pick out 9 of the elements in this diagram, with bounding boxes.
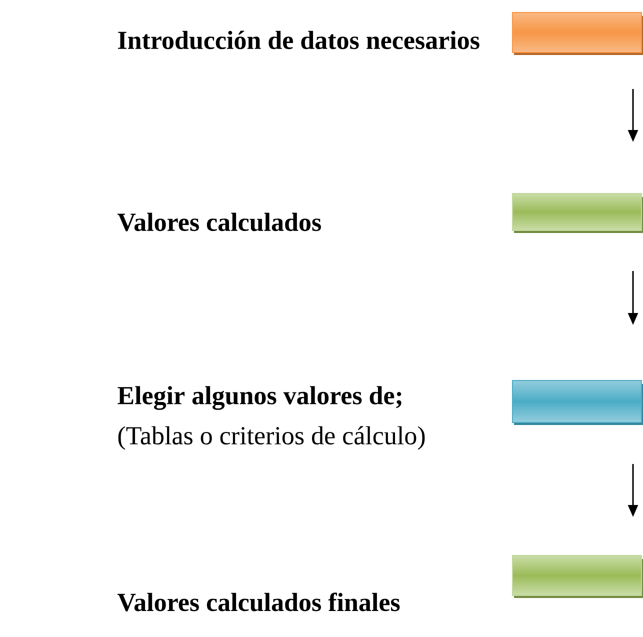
step-label: Valores calculados finales bbox=[118, 592, 400, 612]
step-label: Introducción de datos necesarios bbox=[118, 30, 480, 50]
step-label: Elegir algunos valores de; bbox=[118, 386, 402, 410]
step-label: (Tablas o criterios de cálculo) bbox=[118, 426, 425, 450]
step-label: Valores calculados bbox=[118, 212, 321, 232]
bar bbox=[512, 380, 643, 425]
bar bbox=[512, 193, 643, 233]
bar bbox=[512, 12, 643, 55]
bar bbox=[512, 554, 643, 598]
